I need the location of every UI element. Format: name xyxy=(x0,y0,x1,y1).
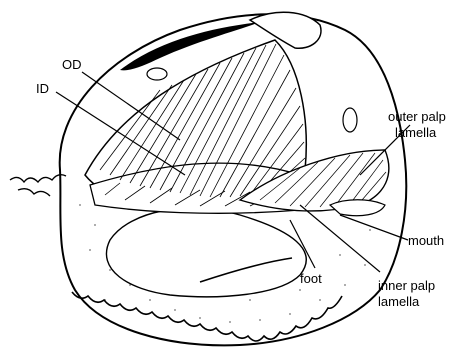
label-foot: foot xyxy=(300,271,322,286)
siphon-tentacles xyxy=(10,175,66,196)
label-inner-palp-line1: inner palp xyxy=(378,278,435,293)
label-id: ID xyxy=(36,81,49,96)
mantle-blob xyxy=(343,108,357,132)
label-od: OD xyxy=(62,57,82,72)
mantle-blob xyxy=(147,68,167,80)
label-inner-palp-line2: lamella xyxy=(378,294,420,309)
label-mouth: mouth xyxy=(408,233,444,248)
label-outer-palp-line2: lamella xyxy=(395,125,437,140)
label-outer-palp-line1: outer palp xyxy=(388,109,446,124)
